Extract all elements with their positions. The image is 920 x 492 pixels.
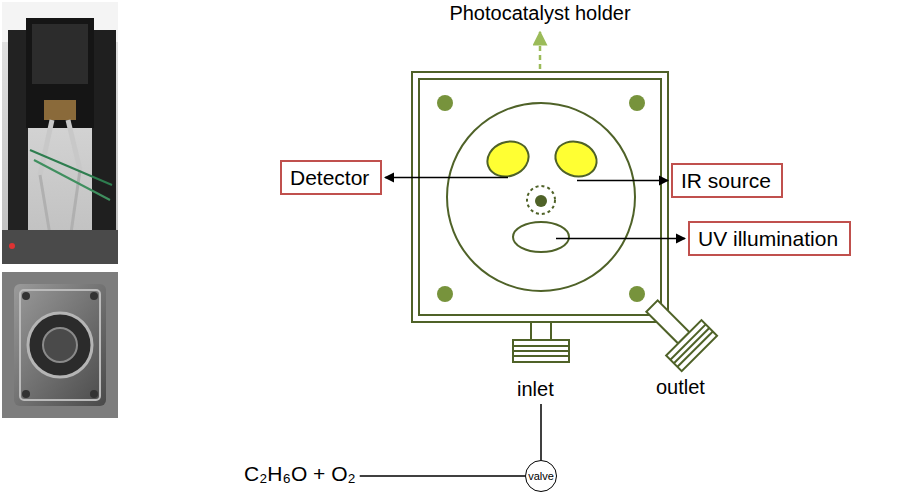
node-text: Detector [290, 165, 369, 190]
corner-dot [629, 286, 645, 302]
corner-dot [437, 95, 453, 111]
cable [34, 160, 110, 200]
corner-dot [437, 286, 453, 302]
instrument-unit [26, 18, 94, 128]
flange-line [513, 350, 569, 352]
label-box: IR source [671, 163, 783, 198]
leader-arrow [577, 180, 668, 182]
cell-window [43, 328, 77, 362]
port-label: inlet [517, 378, 554, 401]
screw [90, 390, 98, 398]
pipe [40, 175, 50, 235]
port-flange [513, 340, 569, 362]
uv-window [513, 222, 569, 252]
instrument-wall [92, 30, 116, 230]
valve-circle: valve [525, 460, 557, 492]
inlet-port [513, 322, 569, 362]
holder-ring [527, 186, 555, 214]
photo-ground [2, 2, 118, 264]
holder-dot [535, 195, 547, 207]
leader-arrow [556, 238, 685, 240]
flange-line [677, 331, 712, 366]
flange-line [513, 345, 569, 347]
instrument-panel [32, 24, 88, 84]
indicator-light [9, 243, 15, 249]
label-box: Detector [280, 160, 382, 195]
port-label: outlet [656, 376, 705, 399]
corner-dot [629, 95, 645, 111]
source-window [550, 136, 601, 182]
gas-label: C₂H₆O + O₂ [244, 462, 356, 486]
label-box: UV illumination [688, 221, 851, 256]
instrument-photo [2, 2, 118, 264]
instrument-base [2, 230, 118, 264]
flange-line [674, 328, 709, 363]
photo-ground [2, 272, 118, 418]
leader-arrow [385, 177, 508, 179]
cell-body [14, 284, 106, 406]
holder-label: Photocatalyst holder [449, 2, 630, 25]
flange-line [670, 324, 705, 359]
flange-line [513, 355, 569, 357]
cell-housing [419, 79, 661, 315]
cell-fitting [44, 100, 76, 120]
cell-photo [2, 272, 118, 418]
instrument-wall [8, 30, 28, 230]
port-stem [531, 322, 551, 340]
detector-window [482, 136, 533, 182]
node-text: IR source [681, 168, 771, 193]
node-text: valve [528, 470, 554, 482]
port-stem [646, 300, 689, 343]
gas-line [360, 475, 525, 477]
cell-chamber [447, 103, 635, 291]
cell-housing [412, 72, 668, 322]
port-flange [666, 320, 717, 371]
screw [22, 292, 30, 300]
gas-line [540, 404, 542, 460]
screw [90, 292, 98, 300]
screw [22, 390, 30, 398]
pipe [68, 120, 80, 170]
cell-frame [20, 290, 100, 400]
outlet-port [634, 288, 717, 371]
cell-schematic [412, 72, 668, 322]
cell-window [28, 313, 92, 377]
node-text: UV illumination [698, 226, 838, 251]
